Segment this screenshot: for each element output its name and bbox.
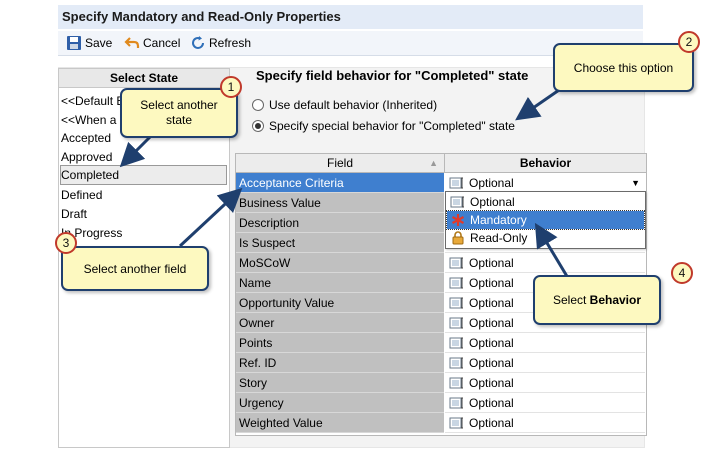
arrow-to-behavior <box>534 222 570 279</box>
callout-select-behavior-prefix: Select <box>552 293 590 307</box>
field-cell[interactable]: Is Suspect <box>236 233 444 253</box>
radio-special-behavior[interactable]: Specify special behavior for "Completed"… <box>252 119 515 133</box>
radio-dot-special[interactable] <box>252 120 264 132</box>
optional-icon <box>449 277 463 288</box>
save-label: Save <box>85 36 113 50</box>
sort-caret-icon: ▲ <box>429 158 438 168</box>
optional-icon <box>449 177 463 188</box>
behavior-value: Optional <box>469 375 514 390</box>
callout-badge-1: 1 <box>220 76 242 98</box>
behavior-cell[interactable]: Optional <box>445 333 645 353</box>
callout-select-field-text: Select another field <box>83 261 187 276</box>
optional-icon <box>449 357 463 368</box>
arrow-to-option <box>515 86 563 121</box>
toolbar: Save Cancel Refresh <box>58 31 643 56</box>
save-icon <box>67 36 81 50</box>
state-item-accepted[interactable]: Accepted <box>61 131 112 145</box>
field-cell[interactable]: Weighted Value <box>236 413 444 433</box>
grid-header-behavior[interactable]: Behavior <box>445 154 646 173</box>
arrow-to-field <box>178 187 243 248</box>
state-item-default[interactable]: <<Default B <box>61 94 125 108</box>
radio-default-behavior[interactable]: Use default behavior (Inherited) <box>252 98 437 112</box>
grid-header-field-label: Field <box>326 156 353 170</box>
dropdown-option-read-only[interactable]: Read-Only <box>447 229 644 247</box>
callout-select-field: Select another field <box>61 246 209 291</box>
undo-arrow-icon <box>124 37 140 48</box>
behavior-value: Optional <box>469 295 514 310</box>
callout-select-behavior-bold: Behavior <box>589 293 642 307</box>
callout-badge-2: 2 <box>678 31 700 53</box>
behavior-cell[interactable]: Optional <box>445 373 645 393</box>
optional-icon <box>449 377 463 388</box>
state-item-draft[interactable]: Draft <box>61 207 88 221</box>
field-cell[interactable]: Ref. ID <box>236 353 444 373</box>
cancel-button[interactable]: Cancel <box>124 35 180 51</box>
behavior-value: Optional <box>469 275 514 290</box>
refresh-button[interactable]: Refresh <box>190 35 251 51</box>
behavior-cell[interactable]: Optional <box>445 353 645 373</box>
radio-dot-default[interactable] <box>252 99 264 111</box>
optional-icon <box>449 317 463 328</box>
behavior-value: Optional <box>469 415 514 430</box>
grid-header-field[interactable]: Field ▲ <box>236 154 445 173</box>
behavior-cell[interactable]: Optional <box>445 253 645 273</box>
behavior-value: Optional <box>469 335 514 350</box>
field-cell[interactable]: Story <box>236 373 444 393</box>
callout-select-state-text: Select another state <box>140 98 218 127</box>
behavior-value: Optional <box>469 315 514 330</box>
behavior-value: Optional <box>469 175 514 190</box>
optional-icon <box>449 257 463 268</box>
field-cell[interactable]: Urgency <box>236 393 444 413</box>
dropdown-option-optional-label: Optional <box>470 195 515 209</box>
state-list-header: Select State <box>59 69 229 88</box>
section-heading: Specify field behavior for "Completed" s… <box>256 68 529 83</box>
field-cell[interactable]: Opportunity Value <box>236 293 444 313</box>
callout-select-state: Select another state <box>120 88 238 138</box>
state-item-approved[interactable]: Approved <box>61 150 113 164</box>
cancel-label: Cancel <box>143 36 181 50</box>
behavior-value: Optional <box>469 255 514 270</box>
state-item-in-progress[interactable]: In Progress <box>61 226 123 240</box>
callout-choose-option: Choose this option <box>553 43 694 92</box>
state-item-when[interactable]: <<When a <box>61 113 117 127</box>
dropdown-option-optional[interactable]: Optional <box>447 193 644 211</box>
refresh-label: Refresh <box>209 36 252 50</box>
window-title: Specify Mandatory and Read-Only Properti… <box>62 9 341 24</box>
optional-icon <box>449 297 463 308</box>
field-cell[interactable]: Description <box>236 213 444 233</box>
field-cell[interactable]: Points <box>236 333 444 353</box>
optional-icon <box>450 196 464 208</box>
lock-icon <box>452 231 464 245</box>
optional-icon <box>449 417 463 428</box>
refresh-icon <box>192 36 204 49</box>
dropdown-option-mandatory-label: Mandatory <box>470 213 527 227</box>
behavior-cell[interactable]: Optional <box>445 413 645 433</box>
behavior-cell[interactable]: Optional <box>445 393 645 413</box>
radio-default-label: Use default behavior (Inherited) <box>269 98 438 112</box>
callout-badge-3: 3 <box>55 232 77 254</box>
optional-icon <box>449 397 463 408</box>
callout-select-behavior: Select Behavior <box>533 275 661 325</box>
field-cell[interactable]: Acceptance Criteria <box>236 173 444 193</box>
behavior-value: Optional <box>469 355 514 370</box>
callout-choose-option-text: Choose this option <box>573 60 674 75</box>
callout-badge-4: 4 <box>671 262 693 284</box>
optional-icon <box>449 337 463 348</box>
field-cell[interactable]: Business Value <box>236 193 444 213</box>
radio-special-label: Specify special behavior for "Completed"… <box>269 119 515 133</box>
field-cell[interactable]: Name <box>236 273 444 293</box>
state-item-defined[interactable]: Defined <box>61 188 103 202</box>
mandatory-asterisk-icon <box>451 214 465 226</box>
dropdown-option-mandatory[interactable]: Mandatory <box>446 210 645 230</box>
behavior-value: Optional <box>469 395 514 410</box>
field-cell[interactable]: Owner <box>236 313 444 333</box>
save-button[interactable]: Save <box>66 35 112 51</box>
dropdown-option-read-only-label: Read-Only <box>470 231 528 245</box>
dropdown-arrow-icon[interactable]: ▼ <box>631 178 640 188</box>
field-cell[interactable]: MoSCoW <box>236 253 444 273</box>
window-title-bar: Specify Mandatory and Read-Only Properti… <box>58 5 643 29</box>
arrow-to-state <box>119 135 152 168</box>
